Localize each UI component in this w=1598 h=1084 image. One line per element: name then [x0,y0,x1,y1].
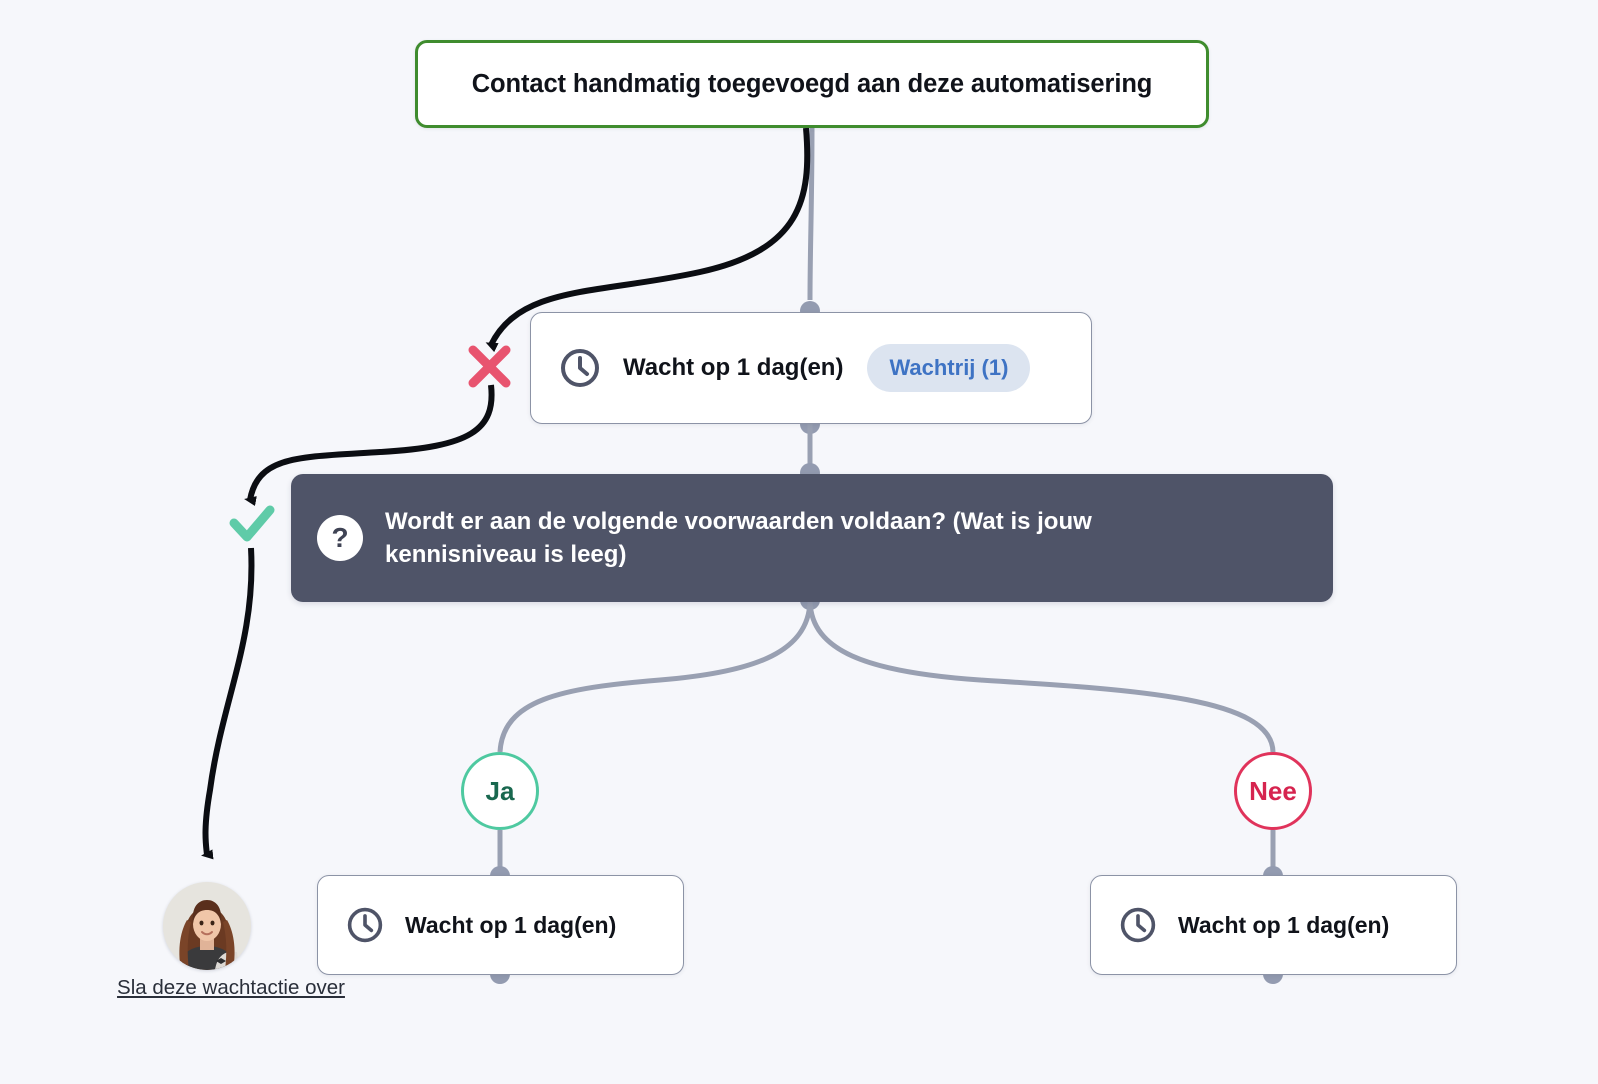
wait-node-main-label: Wacht op 1 dag(en) [623,354,844,381]
branch-no-label: Nee [1249,775,1297,806]
edge-highlight-trigger-to-cross [485,127,811,353]
wait-node-main[interactable]: Wacht op 1 dag(en) Wachtrij (1) [530,312,1092,424]
user-avatar-photo [163,882,251,970]
trigger-node[interactable]: Contact handmatig toegevoegd aan deze au… [415,40,1209,128]
wait-node-yes[interactable]: Wacht op 1 dag(en) [317,875,684,975]
cross-icon [468,345,511,388]
edge-highlight-cross-to-check [244,384,495,506]
clock-icon [347,907,383,943]
skip-wait-action-link[interactable]: Sla deze wachtactie over [117,976,345,999]
wait-node-yes-label: Wacht op 1 dag(en) [405,911,617,938]
edge-condition-to-yes [497,601,813,753]
wait-node-no-label: Wacht op 1 dag(en) [1178,911,1390,938]
wait-node-no[interactable]: Wacht op 1 dag(en) [1090,875,1457,975]
check-icon [229,505,275,542]
clock-icon [1120,907,1156,943]
condition-node[interactable]: ? Wordt er aan de volgende voorwaarden v… [291,474,1333,602]
edge-highlight-check-to-skip [201,547,255,860]
condition-node-label: Wordt er aan de volgende voorwaarden vol… [385,507,1092,568]
edge-wait-to-condition [800,414,820,483]
clock-icon [561,349,599,387]
branch-no[interactable]: Nee [1234,752,1312,830]
queue-badge[interactable]: Wachtrij (1) [867,344,1031,392]
avatar[interactable] [163,882,251,970]
branch-yes-label: Ja [485,775,515,806]
trigger-node-label: Contact handmatig toegevoegd aan deze au… [471,69,1153,98]
question-mark-icon: ? [317,515,363,561]
branch-yes[interactable]: Ja [461,752,539,830]
edge-condition-to-no [807,601,1276,753]
